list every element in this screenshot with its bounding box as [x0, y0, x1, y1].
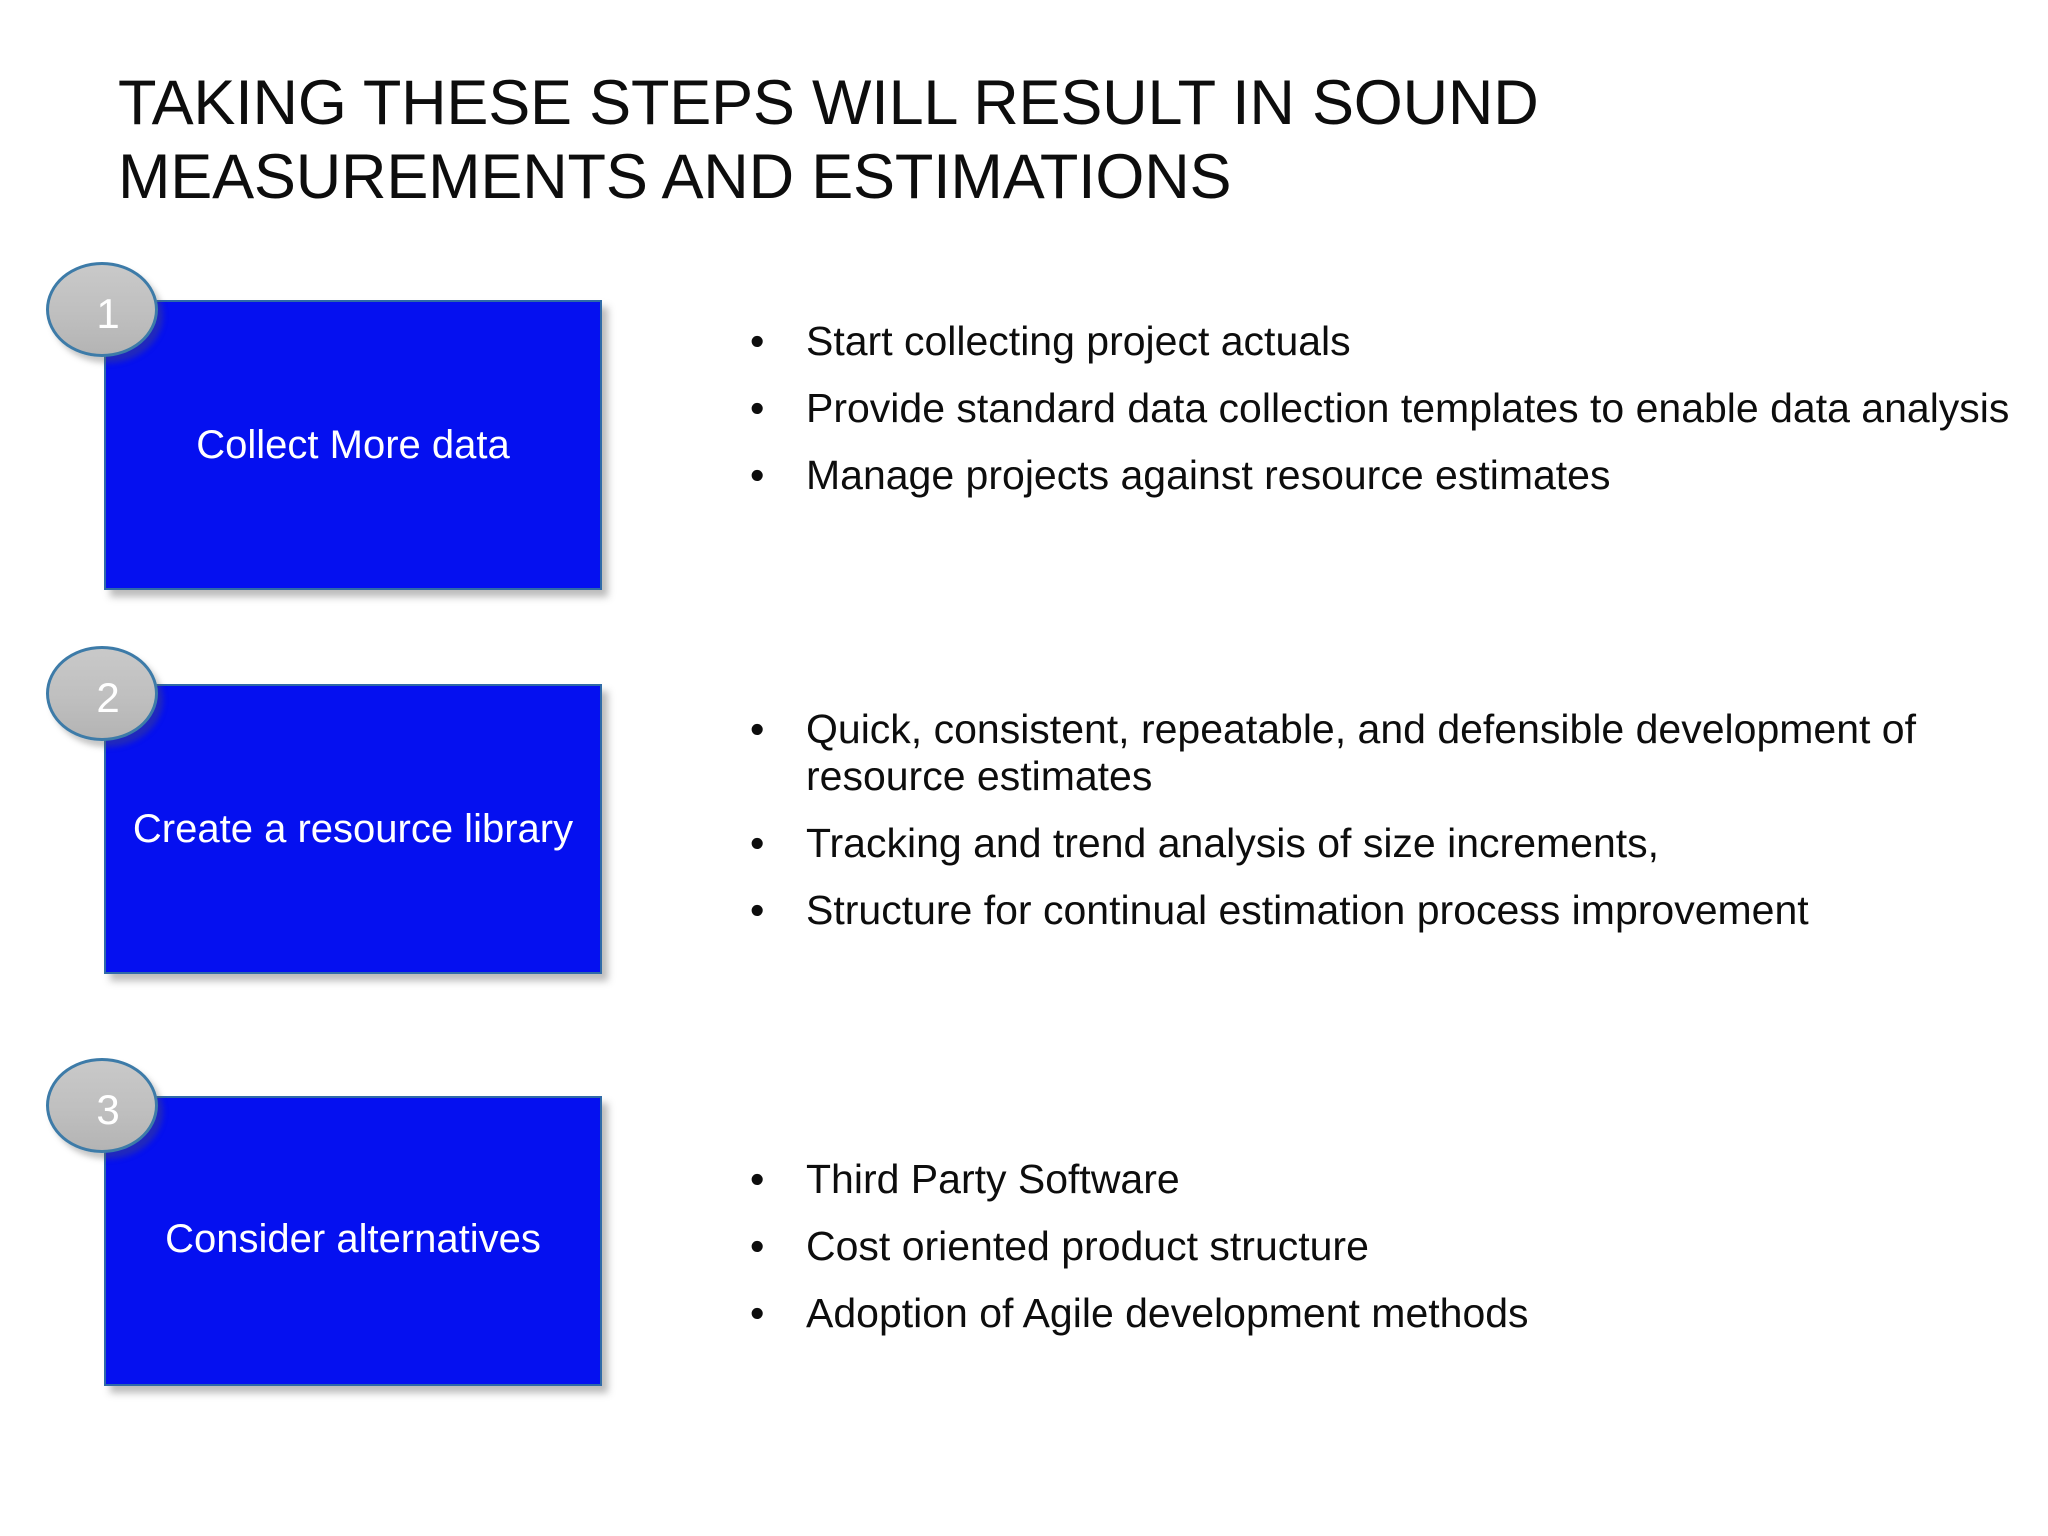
bullet-text: Cost oriented product structure	[806, 1223, 1369, 1270]
bullet-text: Quick, consistent, repeatable, and defen…	[806, 706, 1916, 800]
bullet-icon: •	[750, 385, 765, 432]
step-bullet-list-1: • Start collecting project actuals • Pro…	[750, 318, 2010, 519]
step-number-3: 3	[96, 1085, 120, 1133]
bullet-icon: •	[750, 452, 765, 499]
list-item: • Start collecting project actuals	[750, 318, 2010, 365]
bullet-text: Provide standard data collection templat…	[806, 385, 2010, 432]
bullet-text: Tracking and trend analysis of size incr…	[806, 820, 1660, 867]
bullet-icon: •	[750, 318, 765, 364]
step-bullet-list-3: • Third Party Software • Cost oriented p…	[750, 1156, 2010, 1357]
step-bullet-list-2: • Quick, consistent, repeatable, and def…	[750, 706, 2010, 955]
step-box-label-3: Consider alternatives	[165, 1217, 541, 1261]
list-item: • Provide standard data collection templ…	[750, 385, 2010, 432]
step-number-1: 1	[96, 289, 120, 337]
step-number-2: 2	[96, 673, 120, 721]
list-item: • Manage projects against resource estim…	[750, 452, 2010, 499]
page-title: TAKING THESE STEPS WILL RESULT IN SOUND …	[118, 68, 1539, 213]
step-number-bubble-1: 1	[46, 262, 158, 357]
list-item: • Third Party Software	[750, 1156, 2010, 1203]
bullet-icon: •	[750, 1156, 765, 1202]
list-item: • Cost oriented product structure	[750, 1223, 2010, 1270]
step-box-2[interactable]: Create a resource library	[104, 684, 602, 974]
bullet-text: Start collecting project actuals	[806, 318, 1351, 364]
bullet-text: Structure for continual estimation proce…	[806, 887, 1809, 934]
bullet-text: Adoption of Agile development methods	[806, 1290, 1529, 1337]
bullet-text: Third Party Software	[806, 1156, 1180, 1202]
bullet-text: Manage projects against resource estimat…	[806, 452, 1611, 499]
bullet-icon: •	[750, 820, 765, 867]
bullet-icon: •	[750, 1223, 765, 1270]
list-item: • Tracking and trend analysis of size in…	[750, 820, 2010, 867]
step-box-label-1: Collect More data	[196, 422, 510, 467]
step-number-bubble-3: 3	[46, 1058, 158, 1153]
list-item: • Structure for continual estimation pro…	[750, 887, 2010, 934]
list-item: • Quick, consistent, repeatable, and def…	[750, 706, 2010, 800]
bullet-icon: •	[750, 1290, 765, 1337]
bullet-icon: •	[750, 887, 765, 934]
step-box-3[interactable]: Consider alternatives	[104, 1096, 602, 1386]
step-box-1[interactable]: Collect More data	[104, 300, 602, 590]
list-item: • Adoption of Agile development methods	[750, 1290, 2010, 1337]
step-number-bubble-2: 2	[46, 646, 158, 741]
step-box-label-2: Create a resource library	[132, 806, 574, 851]
bullet-icon: •	[750, 706, 765, 752]
